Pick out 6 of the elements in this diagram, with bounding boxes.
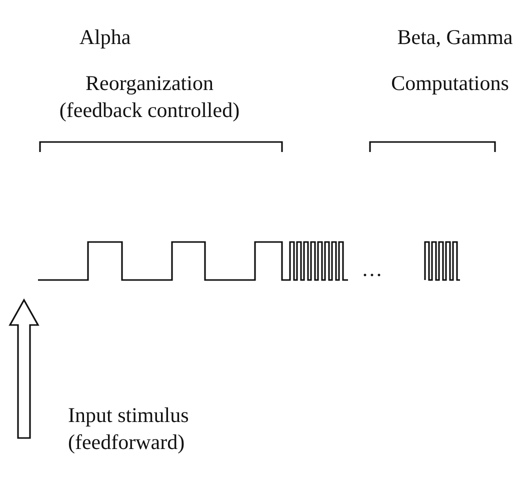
group-heading: Beta, Gamma	[396, 24, 514, 51]
phase-label: Computations	[390, 70, 510, 97]
phase-label: Reorganization (feedback controlled)	[58, 70, 241, 124]
ellipsis-text: ···	[360, 262, 384, 289]
input-label: Input stimulus (feedforward)	[68, 402, 190, 456]
group-heading: Alpha	[78, 24, 132, 51]
